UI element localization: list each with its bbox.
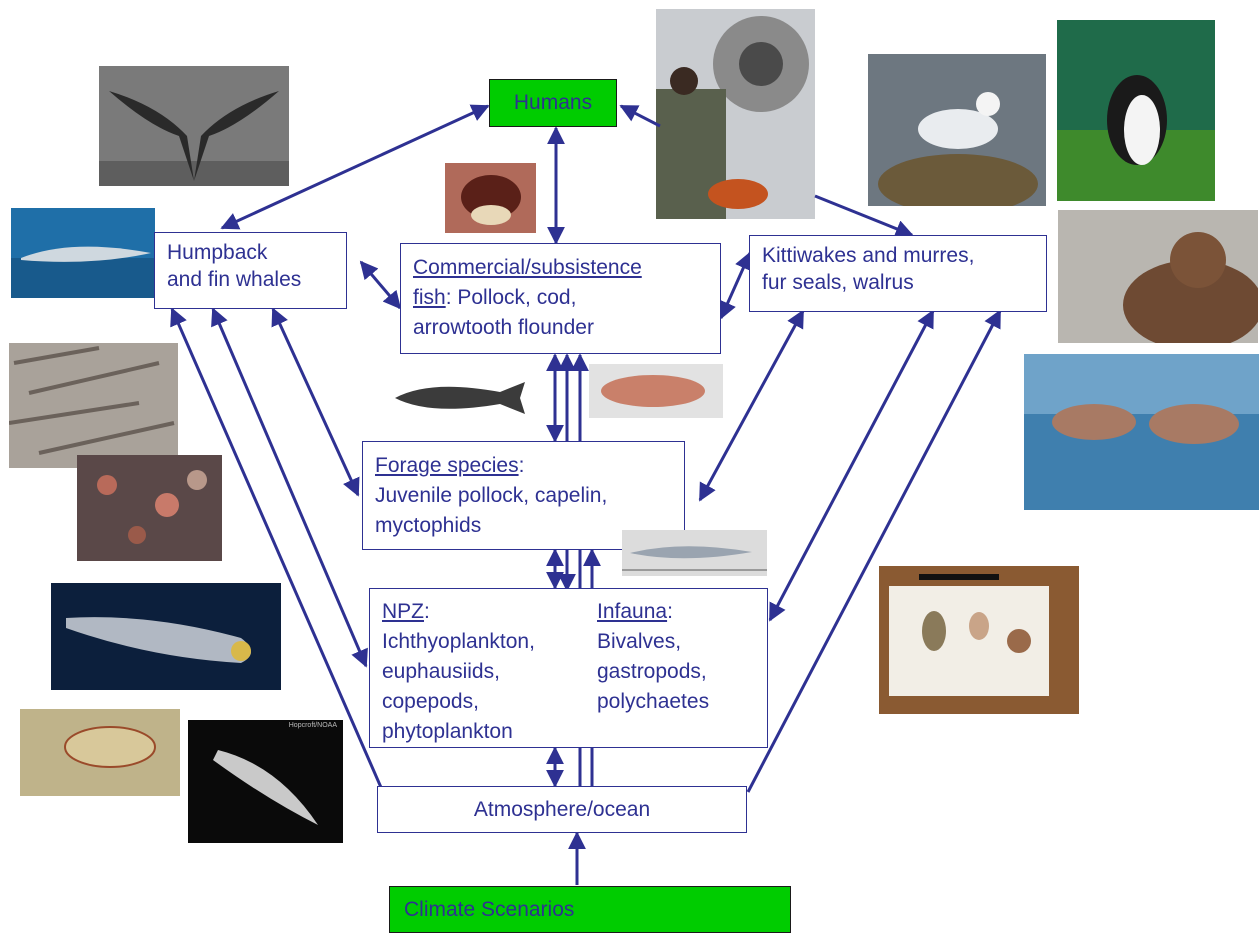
kittiwake-photo — [868, 54, 1046, 206]
forage-line-2: Juvenile pollock, capelin, — [375, 484, 608, 507]
krill-photo: Hopcroft/NOAA — [188, 720, 343, 843]
walrus-photo — [1024, 354, 1259, 510]
arrow-whales-npz — [211, 307, 368, 668]
arrow-humans-seabirds — [814, 194, 914, 238]
arrow-humans-whales — [220, 104, 490, 230]
arrow-whales-atmos — [170, 307, 385, 793]
fish-heading: Commercial/subsistence — [413, 256, 642, 279]
copepod-photo — [20, 709, 180, 796]
climate-box: Climate Scenarios — [389, 886, 791, 933]
fisher-woman-photo — [656, 9, 815, 219]
arrow-whales-forage — [271, 307, 360, 497]
npz-line-3: copepods, — [382, 690, 479, 713]
npz-line-1: Ichthyoplankton, — [382, 630, 535, 653]
arrow-atmos-seabirds — [746, 309, 1002, 793]
fin-whale-photo — [11, 208, 155, 298]
forage-line-3: myctophids — [375, 514, 482, 537]
humans-box: Humans — [489, 79, 617, 127]
infauna-line-3: polychaetes — [597, 690, 710, 713]
atmosphere-box: Atmosphere/ocean — [377, 786, 747, 833]
photo-credit: Hopcroft/NOAA — [288, 722, 337, 729]
infauna-heading: Infauna — [597, 600, 668, 623]
npz-heading: NPZ — [382, 600, 424, 623]
pollock-photo — [390, 374, 528, 420]
whales-line-1: Humpback — [167, 241, 268, 264]
npz-infauna-box: NPZ: Ichthyoplankton, euphausiids, copep… — [369, 588, 768, 748]
atmosphere-label: Atmosphere/ocean — [473, 798, 651, 821]
whales-box: Humpback and fin whales — [154, 232, 347, 309]
fish-box: Commercial/subsistence fish: Pollock, co… — [400, 243, 721, 354]
npz-section: NPZ: Ichthyoplankton, euphausiids, copep… — [382, 597, 535, 747]
capelin-photo-overlay — [622, 530, 767, 576]
arrow-photo-humans — [619, 104, 661, 128]
seabirds-line-2: fur seals, walrus — [762, 271, 914, 294]
whales-line-2: and fin whales — [167, 268, 302, 291]
infauna-line-2: gastropods, — [597, 660, 707, 683]
npz-line-4: phytoplankton — [382, 720, 513, 743]
arrow-fish-seabirds — [719, 251, 752, 320]
fur-seal-photo — [1058, 210, 1258, 343]
seabirds-box: Kittiwakes and murres, fur seals, walrus — [749, 235, 1047, 312]
humans-label: Humans — [513, 91, 593, 114]
krill-pile-photo — [77, 455, 222, 561]
seabirds-line-1: Kittiwakes and murres, — [762, 244, 975, 267]
arrow-whales-fish — [359, 260, 402, 310]
climate-label: Climate Scenarios — [404, 897, 575, 921]
infauna-line-1: Bivalves, — [597, 630, 682, 653]
arrow-seabirds-infauna — [768, 309, 935, 622]
fish-heading-2: fish — [413, 286, 446, 309]
fish-species: : Pollock, cod, — [445, 286, 577, 309]
infauna-section: Infauna: Bivalves, gastropods, polychaet… — [597, 597, 709, 717]
npz-line-2: euphausiids, — [382, 660, 500, 683]
forage-fish-pile-photo — [9, 343, 178, 468]
fish-line-3: arrowtooth flounder — [413, 316, 594, 339]
murre-photo — [1057, 20, 1215, 201]
forage-heading: Forage species — [375, 454, 519, 477]
